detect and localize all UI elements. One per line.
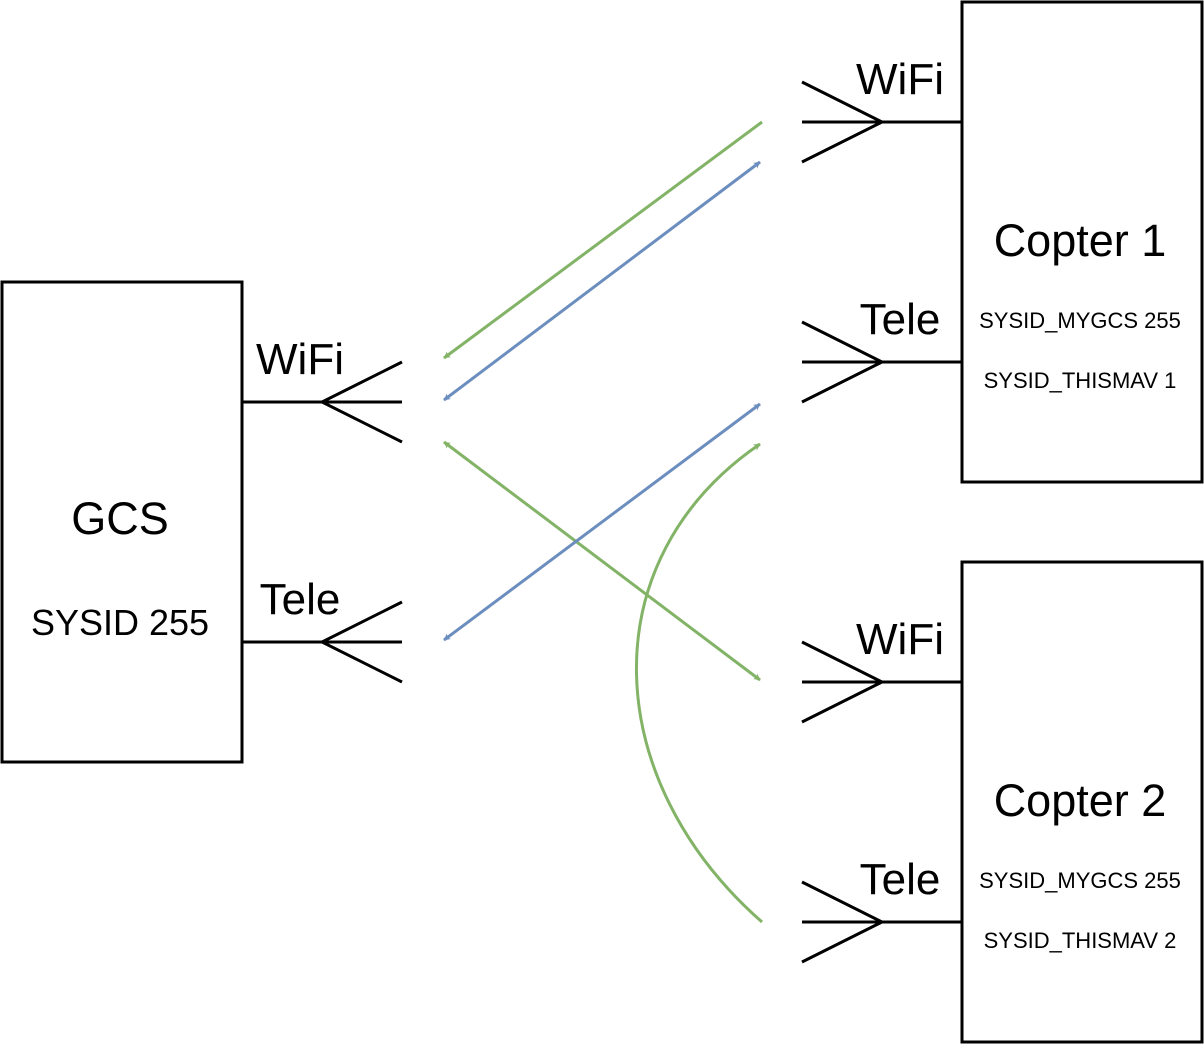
copter1-node: Copter 1 SYSID_MYGCS 255 SYSID_THISMAV 1: [960, 0, 1204, 484]
link-gcs-wifi-copter2-wifi: [443, 440, 761, 682]
copter2-tele-antenna-icon: [801, 880, 962, 964]
link-gcs-wifi-copter1: [443, 160, 761, 402]
copter2-wifi-antenna-icon: [801, 640, 962, 724]
copter2-thismav: SYSID_THISMAV 2: [984, 928, 1177, 953]
copter1-tele-antenna-icon: [801, 320, 962, 404]
copter2-title: Copter 2: [994, 775, 1167, 826]
copter1-mygcs: SYSID_MYGCS 255: [979, 308, 1181, 333]
gcs-tele-label: Tele: [260, 575, 341, 624]
copter1-thismav: SYSID_THISMAV 1: [984, 368, 1177, 393]
copter2-mygcs: SYSID_MYGCS 255: [979, 868, 1181, 893]
gcs-title: GCS: [71, 493, 169, 544]
copter2-node: Copter 2 SYSID_MYGCS 255 SYSID_THISMAV 2: [960, 560, 1204, 1044]
gcs-box: [0, 280, 244, 764]
copter1-box: [960, 0, 1204, 484]
link-copter2-tele-copter1-tele: [635, 442, 763, 924]
link-gcs-tele-copter1-tele: [443, 402, 761, 642]
gcs-tele-antenna-icon: [242, 600, 403, 684]
copter2-box: [960, 560, 1204, 1044]
copter2-tele-label: Tele: [860, 855, 941, 904]
gcs-sysid: SYSID 255: [31, 602, 209, 643]
copter1-title: Copter 1: [994, 215, 1167, 266]
copter1-wifi-antenna-icon: [801, 80, 962, 164]
gcs-wifi-label: WiFi: [256, 335, 344, 384]
link-copter1-wifi-to-gcs-wifi: [443, 120, 763, 360]
copter1-wifi-label: WiFi: [856, 55, 944, 104]
gcs-node: GCS SYSID 255: [0, 280, 244, 764]
gcs-wifi-antenna-icon: [242, 360, 403, 444]
copter2-wifi-label: WiFi: [856, 615, 944, 664]
copter1-tele-label: Tele: [860, 295, 941, 344]
